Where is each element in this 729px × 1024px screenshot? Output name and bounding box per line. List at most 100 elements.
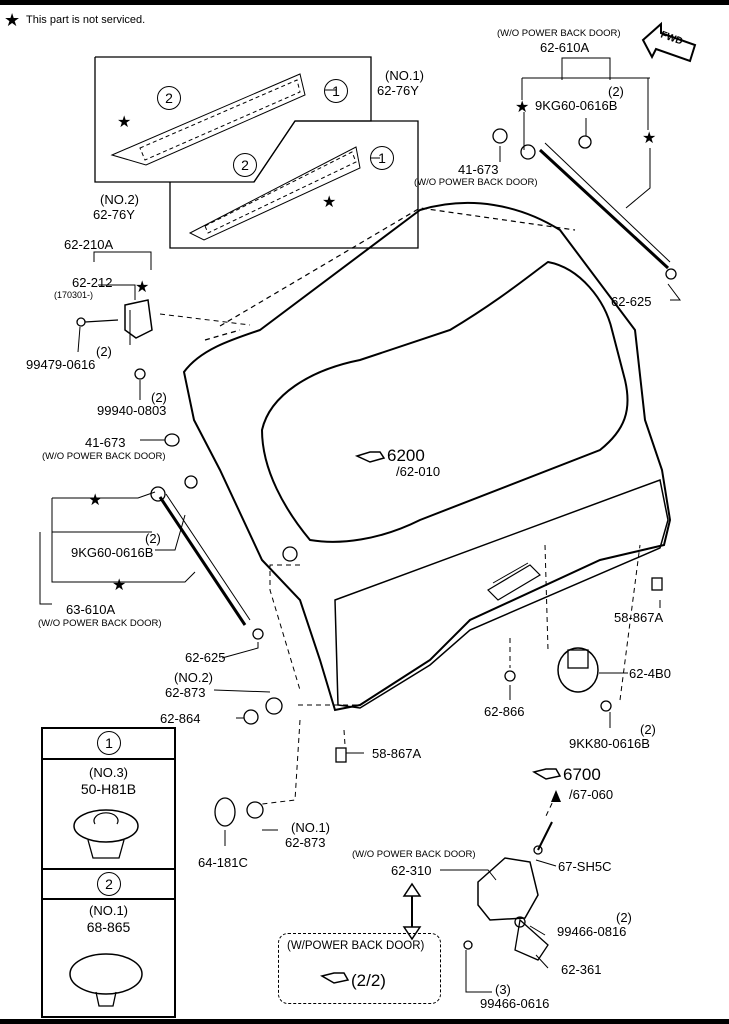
part-62-76Y: 62-76Y xyxy=(93,207,135,222)
part-58-867A: 58-867A xyxy=(614,610,664,625)
star-icon: ★ xyxy=(322,194,336,211)
ref-67-060: /67-060 xyxy=(569,787,614,802)
qty: (3) xyxy=(495,982,511,997)
legend-box: 1 (NO.3) 50-H81B 2 (NO.1) 68-865 xyxy=(41,727,176,1018)
legend-header-2: 2 xyxy=(43,870,174,900)
hand-pointer-icon xyxy=(320,972,350,984)
callout-num-1: 1 xyxy=(370,146,394,170)
star-icon: ★ xyxy=(4,10,20,30)
legend-item-2: (NO.1) 68-865 xyxy=(43,900,174,1016)
star-icon: ★ xyxy=(112,577,126,594)
clip-icon xyxy=(69,953,143,1007)
gas-strut-left xyxy=(158,496,247,626)
part-99466-0816: 99466-0816 xyxy=(557,924,627,939)
part-62-625: 62-625 xyxy=(611,294,652,309)
label-no1: (NO.1) xyxy=(291,820,330,835)
label-wo-power-back-door: (W/O POWER BACK DOOR) xyxy=(497,28,621,39)
callout-box-no2 xyxy=(169,120,419,249)
ref-62-010: /62-010 xyxy=(396,464,441,479)
qty: (2) xyxy=(96,344,112,359)
legend-num-2: 2 xyxy=(97,872,121,896)
part-62-866 xyxy=(504,670,516,682)
weatherstrip-1 xyxy=(110,73,306,166)
hand-pointer-icon xyxy=(532,768,562,780)
qty: (2) xyxy=(616,910,632,925)
label-wo-power-back-door: (W/O POWER BACK DOOR) xyxy=(352,849,476,860)
callout-num-2: 2 xyxy=(157,86,181,110)
gas-strut-right xyxy=(538,148,670,270)
switch-62-4B0 xyxy=(557,647,599,693)
label-no2: (NO.2) xyxy=(174,670,213,685)
part-62-310: 62-310 xyxy=(391,863,432,878)
label-date: (170301-) xyxy=(54,290,94,300)
callout-num-1: 1 xyxy=(324,79,348,103)
star-icon: ★ xyxy=(135,279,149,296)
fwd-arrow-icon xyxy=(641,21,697,63)
part-99466-0616: 99466-0616 xyxy=(480,996,550,1011)
bumper-no2 xyxy=(265,697,283,715)
qty: (2) xyxy=(151,390,167,405)
ref-6700: 6700 xyxy=(563,765,601,784)
ref-6200: 6200 xyxy=(387,446,425,465)
star-icon: ★ xyxy=(515,99,529,116)
part-63-610A: 63-610A xyxy=(66,602,116,617)
label-no1: (NO.1) xyxy=(385,68,424,83)
clip-icon xyxy=(73,809,139,859)
star-icon: ★ xyxy=(642,130,656,147)
legend-header-1: 1 xyxy=(43,729,174,760)
part-62-625: 62-625 xyxy=(185,650,226,665)
qty: (2) xyxy=(640,722,656,737)
part-99940-0803: 99940-0803 xyxy=(97,403,167,418)
part-62-864: 62-864 xyxy=(160,711,201,726)
legend-item-no: (NO.1) xyxy=(89,903,128,918)
label-wo-power-back-door: (W/O POWER BACK DOOR) xyxy=(414,177,538,188)
star-icon: ★ xyxy=(117,114,131,131)
hand-pointer-icon xyxy=(354,451,386,463)
part-58-867A-right xyxy=(651,577,663,591)
part-9KK80-0616B: 9KK80-0616B xyxy=(569,736,650,751)
part-62-76Y: 62-76Y xyxy=(377,83,419,98)
part-64-181C xyxy=(214,797,236,827)
part-64-181C: 64-181C xyxy=(198,855,248,870)
hinge xyxy=(124,299,153,339)
star-markers: ★ ★ ★ ★ ★ ★ ★ ★ xyxy=(4,10,656,594)
power-back-door-reference-box[interactable]: (W/POWER BACK DOOR) (2/2) xyxy=(278,933,441,1004)
label-wo-power-back-door: (W/O POWER BACK DOOR) xyxy=(38,618,162,629)
window-opening xyxy=(260,260,629,543)
label-no2: (NO.2) xyxy=(100,192,139,207)
part-62-212: 62-212 xyxy=(72,275,113,290)
part-62-361: 62-361 xyxy=(561,962,602,977)
bottom-border xyxy=(0,1019,729,1024)
qty: (2) xyxy=(608,84,624,99)
striker-62-361 xyxy=(514,918,549,961)
part-62-873: 62-873 xyxy=(165,685,206,700)
part-62-866: 62-866 xyxy=(484,704,525,719)
legend-item-part: 68-865 xyxy=(86,919,131,935)
part-41-673: 41-673 xyxy=(85,435,126,450)
part-62-4B0: 62-4B0 xyxy=(629,666,671,681)
part-62-873: 62-873 xyxy=(285,835,326,850)
part-41-673: 41-673 xyxy=(458,162,499,177)
legend-item-1: (NO.3) 50-H81B xyxy=(43,760,174,870)
part-67-SH5C: 67-SH5C xyxy=(558,859,612,874)
top-border xyxy=(0,0,729,5)
star-icon: ★ xyxy=(88,492,102,509)
part-58-867A: 58-867A xyxy=(372,746,422,761)
callout-num-2: 2 xyxy=(233,153,257,177)
weatherstrip-2 xyxy=(188,146,361,241)
part-9KG60-0616B: 9KG60-0616B xyxy=(535,98,618,113)
part-9KG60-0616B: 9KG60-0616B xyxy=(71,545,154,560)
note-text: This part is not serviced. xyxy=(26,14,146,26)
legend-item-part: 50-H81B xyxy=(80,781,137,797)
part-62-610A: 62-610A xyxy=(540,40,590,55)
liftgate-outline xyxy=(182,201,672,712)
part-62-210A: 62-210A xyxy=(64,237,114,252)
part-62-864 xyxy=(243,709,259,725)
page-reference: (2/2) xyxy=(351,971,386,990)
part-99479-0616: 99479-0616 xyxy=(26,357,96,372)
bumper-no1 xyxy=(246,801,264,819)
legend-num-1: 1 xyxy=(97,731,121,755)
double-arrow-icon xyxy=(402,882,422,941)
